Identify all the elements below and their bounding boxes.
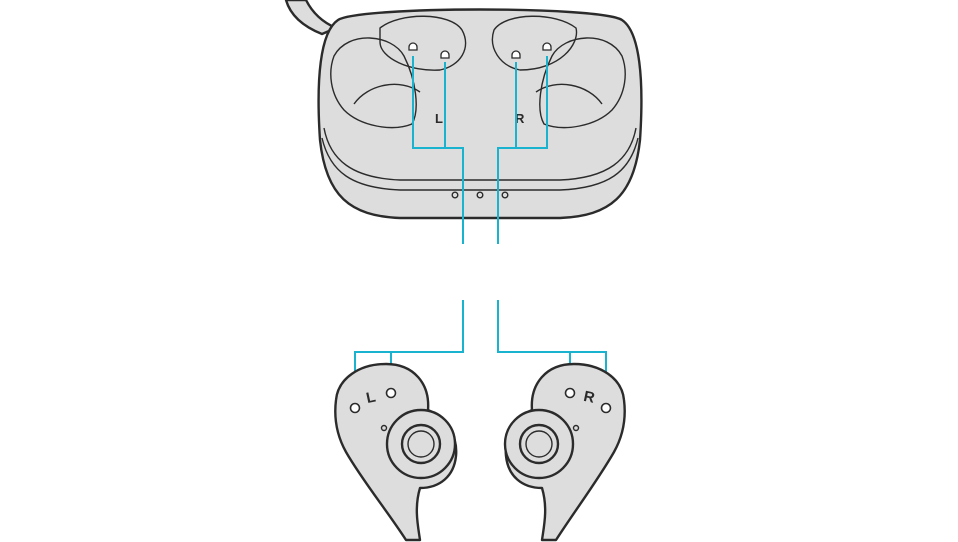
left-contact-inner: [385, 387, 397, 399]
case-pin-left-outer: [408, 42, 418, 51]
case-rim-line: [323, 127, 637, 181]
charging-case: L R: [284, 0, 643, 220]
case-right-label: R: [515, 111, 525, 126]
left-earbud-label: L: [365, 388, 378, 407]
case-connector-lines: [412, 56, 548, 244]
case-left-label: L: [435, 111, 443, 126]
case-pin-left-inner: [440, 50, 450, 59]
case-pin-right-inner: [511, 50, 521, 59]
case-body: [317, 8, 643, 220]
case-pin-right-outer: [542, 42, 552, 51]
case-led-2: [476, 191, 484, 199]
left-earbud: L: [334, 362, 458, 542]
case-lid-hinge: [284, 0, 338, 36]
right-earbud: R: [503, 362, 626, 542]
left-eartip-nozzle: [407, 430, 435, 458]
case-led-1: [451, 191, 459, 199]
case-rim-line-2: [321, 137, 639, 191]
left-sensor-dot: [380, 424, 388, 432]
right-contact-inner: [564, 387, 576, 399]
left-contact-outer: [349, 402, 361, 414]
right-eartip-nozzle: [525, 430, 553, 458]
right-earbud-label: R: [582, 388, 596, 407]
case-right-cavity: [491, 15, 626, 129]
right-sensor-dot: [572, 424, 580, 432]
case-led-3: [501, 191, 509, 199]
right-contact-outer: [600, 402, 612, 414]
